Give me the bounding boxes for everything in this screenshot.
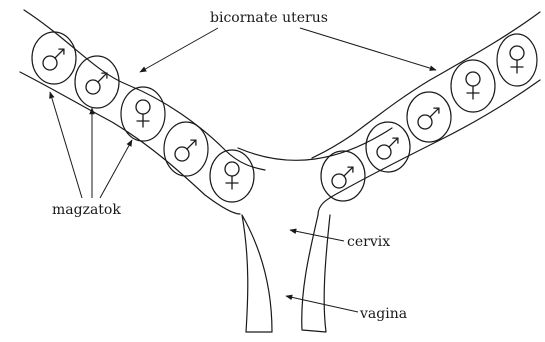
fetuses-label: magzatok xyxy=(52,202,121,218)
female-symbol-icon xyxy=(510,46,524,60)
vagina-right-wall xyxy=(302,215,330,332)
fetus-8 xyxy=(407,92,451,142)
vagina-label: vagina xyxy=(359,306,407,322)
uterus-fork xyxy=(238,128,392,160)
male-arrow-shaft xyxy=(55,49,64,58)
male-arrow-shaft xyxy=(344,167,353,176)
uterus-arrow-right xyxy=(300,28,436,70)
fetus-7 xyxy=(366,122,410,172)
cervix-label: cervix xyxy=(347,234,390,250)
fetus-6 xyxy=(321,151,365,201)
vagina-arrow xyxy=(286,296,358,312)
left-horn-outer-edge xyxy=(24,10,265,170)
right-horn-inner-edge xyxy=(318,80,540,215)
fetus-arrow-1 xyxy=(50,92,82,198)
uterus-outline xyxy=(20,10,540,332)
male-arrow-shaft xyxy=(98,73,107,82)
fetus-10 xyxy=(497,34,537,86)
male-arrow-shaft xyxy=(187,140,196,149)
fetus-3 xyxy=(121,87,165,141)
fetus-5 xyxy=(210,150,254,202)
fetus-1 xyxy=(32,32,76,84)
vagina-left-wall xyxy=(242,215,272,332)
right-horn-outer-edge xyxy=(312,12,540,158)
fetus-2 xyxy=(75,56,119,108)
cervix-arrow xyxy=(290,230,344,241)
male-arrow-shaft xyxy=(389,138,398,147)
fetus-arrow-3 xyxy=(100,140,132,198)
female-symbol-icon xyxy=(136,100,150,114)
fetus-4 xyxy=(164,122,208,176)
uterus-arrow-left xyxy=(140,28,218,72)
uterus-label: bicornate uterus xyxy=(210,10,328,26)
female-symbol-icon xyxy=(466,72,480,86)
fetus-9 xyxy=(451,60,495,112)
female-symbol-icon xyxy=(225,162,239,176)
male-arrow-shaft xyxy=(430,108,439,117)
fetus-layer xyxy=(32,32,537,202)
